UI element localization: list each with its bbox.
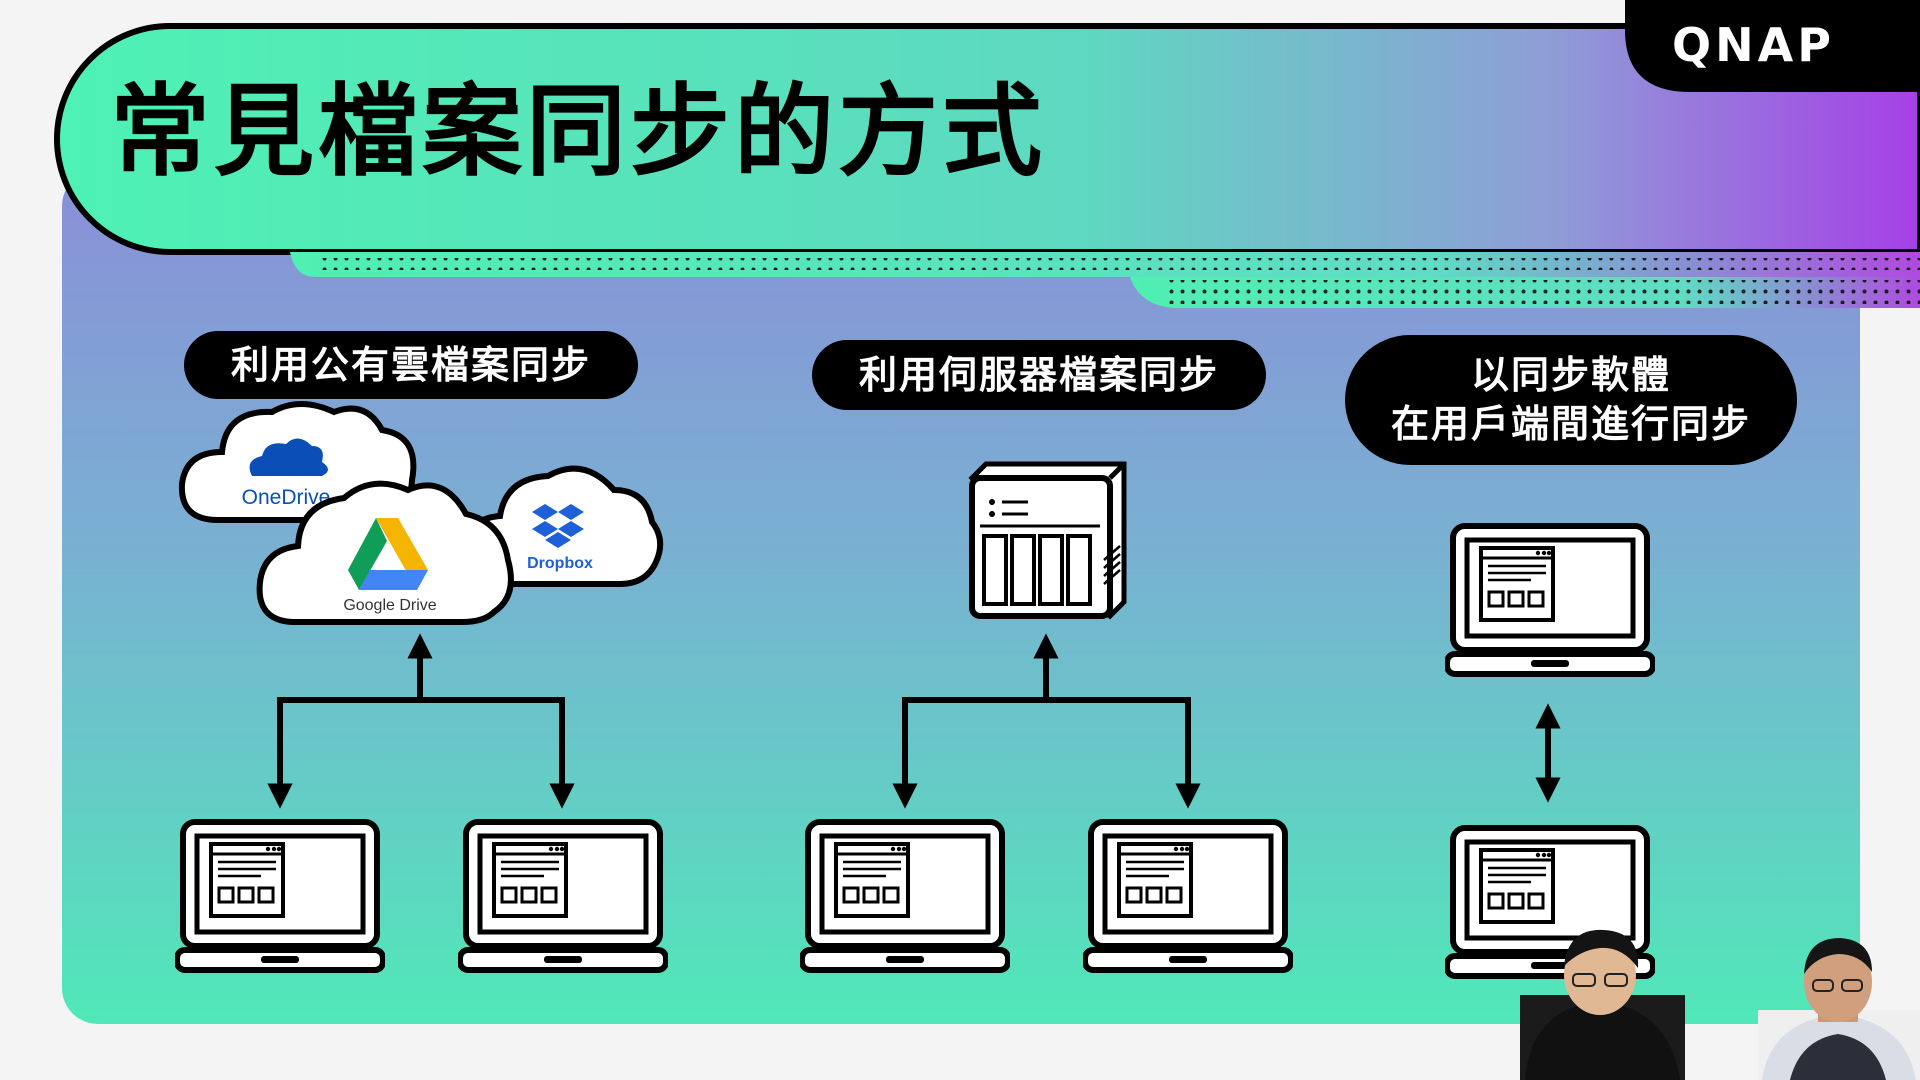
brand-tab: [1625, 0, 1920, 92]
method-label-public-cloud: 利用公有雲檔案同步: [184, 331, 638, 399]
method-label-text: 利用伺服器檔案同步: [858, 352, 1219, 397]
laptop-icon: [460, 822, 666, 970]
arrow-fork-icon: [267, 633, 575, 809]
method-label-text: 利用公有雲檔案同步: [230, 342, 591, 387]
google-drive-label: Google Drive: [343, 597, 436, 614]
cloud-cluster-icon: OneDrive Dropbox Google Drive: [178, 401, 664, 625]
webcam-presenter-left: [1520, 929, 1685, 1080]
method-label-line-2: 在用戶端間進行同步: [1390, 402, 1751, 446]
onedrive-logo-icon: [249, 438, 328, 476]
qnap-logo: QNAP: [1672, 18, 1835, 72]
laptop-icon: [1085, 822, 1291, 970]
arrow-fork-icon: [892, 633, 1201, 809]
method-label-client-software: 以同步軟體 在用戶端間進行同步: [1345, 335, 1797, 465]
dropbox-logo-icon: [532, 504, 584, 548]
method-label-server: 利用伺服器檔案同步: [812, 340, 1266, 410]
google-drive-logo-icon: [348, 518, 428, 590]
onedrive-label: OneDrive: [242, 486, 331, 509]
page-title: 常見檔案同步的方式: [110, 73, 1046, 190]
laptop-icon: [177, 822, 383, 970]
laptop-icon: [802, 822, 1008, 970]
laptop-icon: [1447, 526, 1653, 674]
method-label-line-1: 以同步軟體: [1470, 353, 1671, 398]
google-drive-cloud-icon: [256, 480, 514, 625]
webcam-presenter-right: [1758, 938, 1920, 1080]
dropbox-label: Dropbox: [527, 555, 593, 572]
header-banner: [54, 23, 1920, 255]
nas-server-icon: [968, 461, 1127, 620]
